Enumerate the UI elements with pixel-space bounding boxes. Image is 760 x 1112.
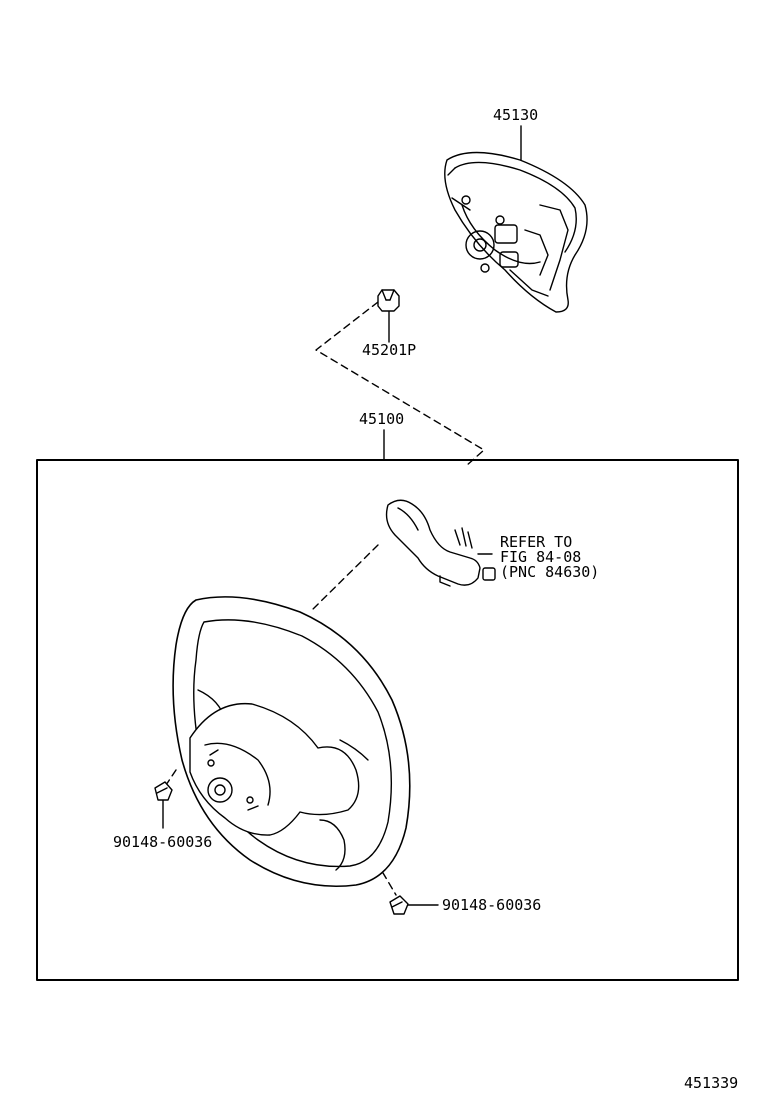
refer-line-2: FIG 84-08 bbox=[500, 548, 582, 566]
steering-wheel bbox=[172, 596, 411, 888]
refer-line-1: REFER TO bbox=[500, 533, 573, 551]
assembly-frame bbox=[36, 459, 739, 981]
part-number-screw-right: 90148-60036 bbox=[442, 896, 542, 914]
refer-line-3: (PNC 84630) bbox=[500, 563, 600, 581]
part-number-nut: 45201P bbox=[362, 341, 417, 359]
figure-id: 451339 bbox=[684, 1074, 739, 1092]
steering-pad-switch bbox=[385, 499, 496, 587]
screw-right bbox=[389, 895, 409, 915]
leader-lines bbox=[162, 125, 522, 906]
airbag-pad bbox=[444, 151, 588, 313]
screw-left bbox=[154, 781, 173, 801]
nut-part bbox=[377, 289, 400, 312]
part-number-pad: 45130 bbox=[493, 106, 539, 124]
part-number-screw-left: 90148-60036 bbox=[113, 833, 213, 851]
part-number-wheel-assembly: 45100 bbox=[359, 410, 405, 428]
